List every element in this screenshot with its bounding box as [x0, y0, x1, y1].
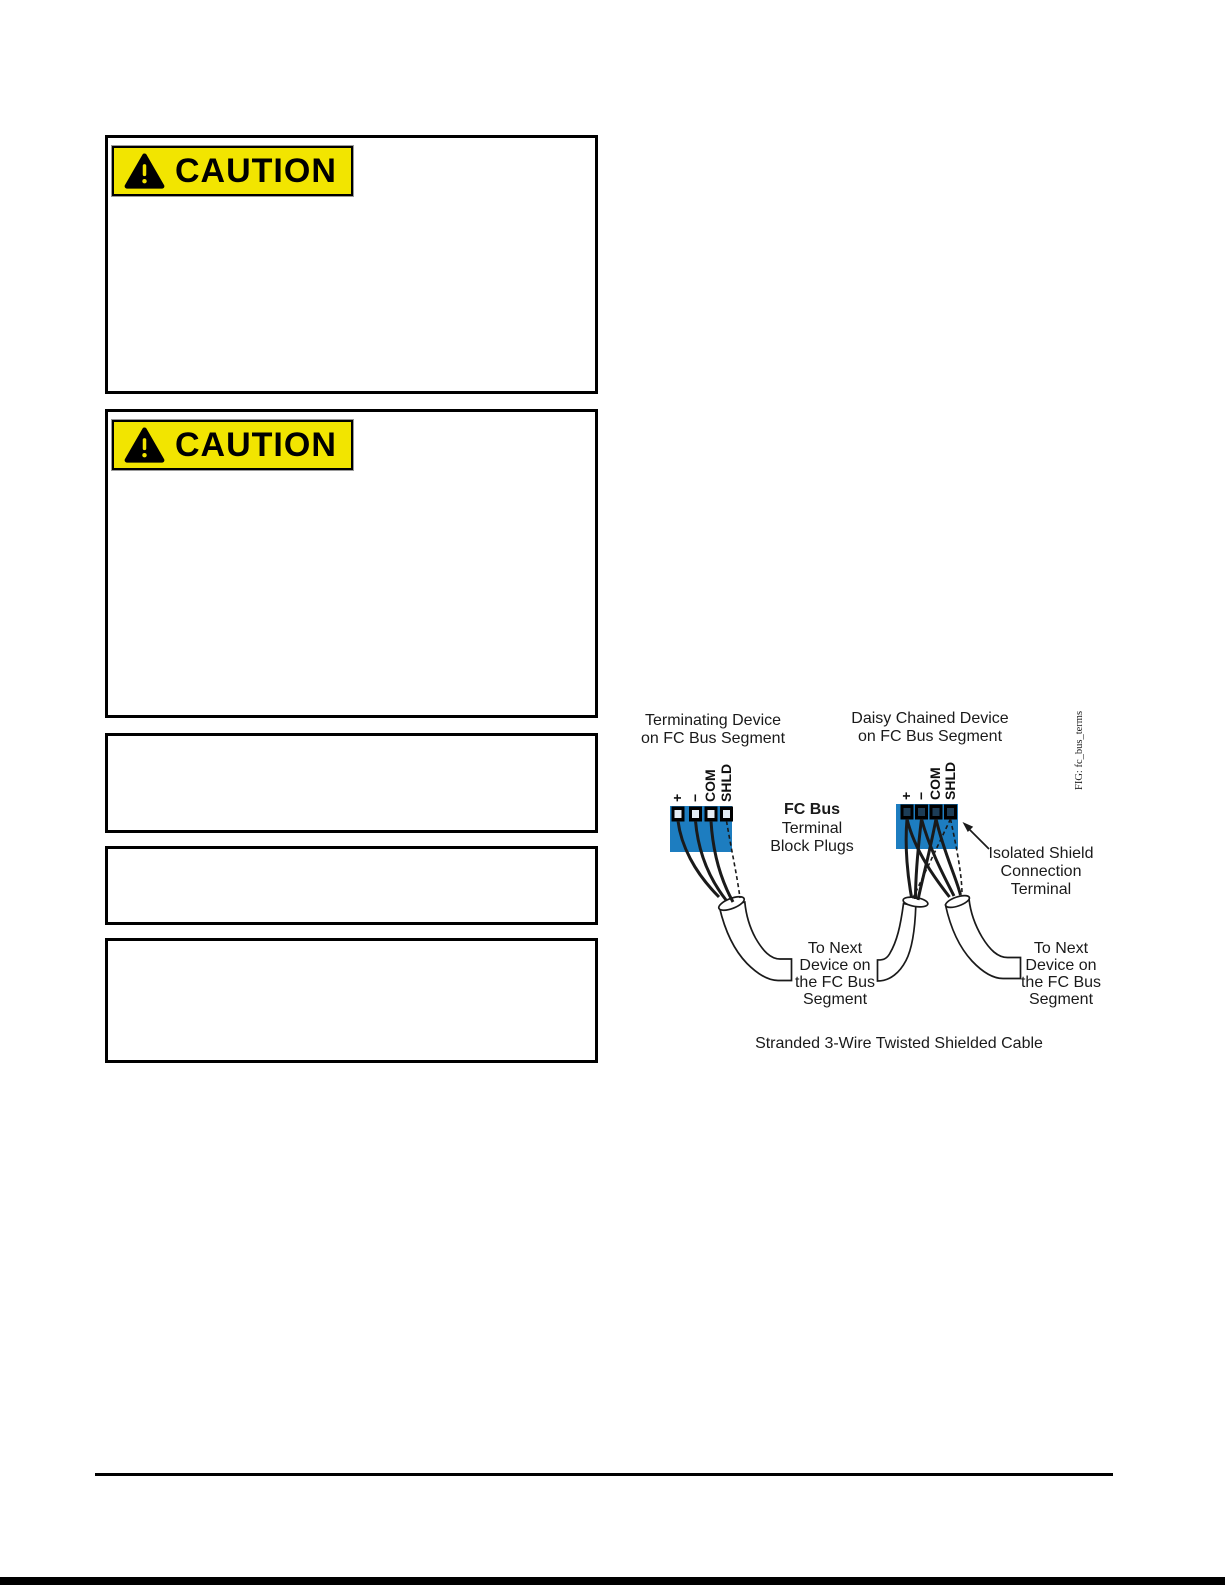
terminating-shield-wire: [725, 820, 741, 899]
daisy-cable-left: [876, 896, 929, 982]
daisy-wires: [904, 818, 962, 901]
to-next-left-line3: the FC Bus: [794, 974, 876, 991]
terminating-device-line1: Terminating Device: [644, 712, 782, 729]
to-next-right-line1: To Next: [1033, 940, 1089, 957]
note-box-1: [105, 733, 598, 833]
to-next-left-line2: Device on: [799, 957, 871, 974]
daisy-cable-right: [944, 894, 1022, 980]
daisy-shield-wires: [911, 818, 963, 900]
to-next-left-line1: To Next: [807, 940, 863, 957]
page-bottom-bar: [0, 1577, 1225, 1585]
fc-bus-plugs-line1: FC Bus: [784, 801, 840, 818]
terminating-cable: [717, 895, 793, 982]
note-box-3: [105, 938, 598, 1063]
footer-rule: [95, 1473, 1113, 1476]
to-next-device-left-label: To Next Device on the FC Bus Segment: [789, 940, 881, 1008]
isolated-shield-arrow-icon: [962, 822, 990, 850]
daisy-device-line2: on FC Bus Segment: [857, 727, 1003, 745]
figure-caption: Stranded 3-Wire Twisted Shielded Cable: [755, 1035, 1043, 1052]
to-next-right-line3: the FC Bus: [1020, 974, 1102, 991]
isolated-shield-label: Isolated Shield Connection Terminal: [975, 845, 1107, 899]
daisy-chained-device-label: Daisy Chained Device on FC Bus Segment: [820, 710, 1040, 745]
caution-banner-1: CAUTION: [111, 145, 354, 197]
to-next-right-line2: Device on: [1025, 957, 1097, 974]
caution-box-1: CAUTION: [105, 135, 598, 394]
isolated-shield-line1: Isolated Shield: [988, 845, 1094, 862]
caution-banner-2: CAUTION: [111, 419, 354, 471]
terminating-device-label: Terminating Device on FC Bus Segment: [603, 712, 823, 747]
isolated-shield-line2: Connection: [1000, 863, 1082, 880]
terminating-device-line2: on FC Bus Segment: [640, 729, 786, 747]
fc-bus-plugs-line2: Terminal: [781, 819, 843, 837]
to-next-right-line4: Segment: [1028, 991, 1094, 1008]
fc-bus-plugs-line3: Block Plugs: [770, 838, 854, 855]
isolated-shield-line3: Terminal: [1010, 881, 1072, 898]
caution-box-2: CAUTION: [105, 409, 598, 718]
caution-banner-label: CAUTION: [175, 426, 337, 464]
fc-bus-wiring-diagram: [670, 804, 1022, 982]
terminating-wires: [676, 820, 735, 903]
to-next-left-line4: Segment: [802, 991, 868, 1008]
daisy-device-line1: Daisy Chained Device: [851, 710, 1009, 727]
note-box-2: [105, 846, 598, 925]
fc-bus-plugs-label: FC Bus Terminal Block Plugs: [752, 801, 872, 857]
caution-banner-label: CAUTION: [175, 152, 337, 190]
warning-triangle-icon: [124, 426, 165, 463]
warning-triangle-icon: [124, 152, 165, 189]
to-next-device-right-label: To Next Device on the FC Bus Segment: [1015, 940, 1107, 1008]
